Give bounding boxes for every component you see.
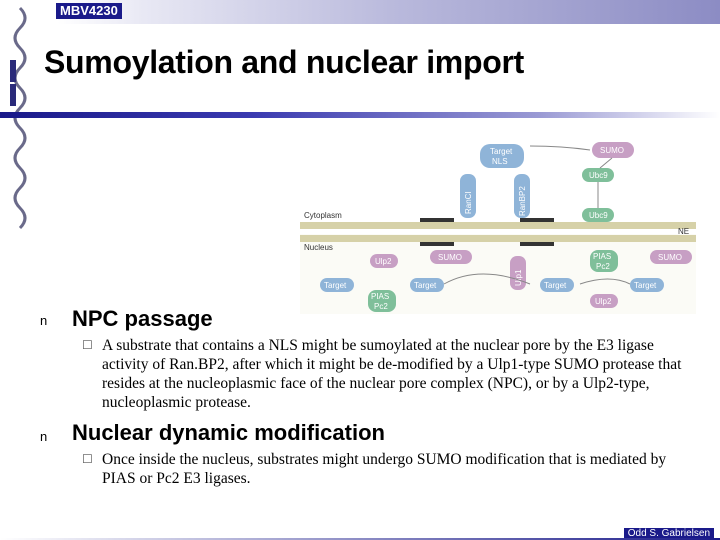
sumo-top-label: SUMO (600, 146, 624, 155)
sumo-right-label: SUMO (658, 253, 682, 262)
spiral-binding-decoration (10, 6, 27, 230)
ran-ci-label: RanCI (464, 191, 473, 214)
target-d-label: Target (634, 281, 657, 290)
ulp2-right-label: Ulp2 (595, 297, 612, 306)
target-b-label: Target (414, 281, 437, 290)
ne-label: NE (678, 227, 689, 236)
sumo-mid-label: SUMO (438, 253, 462, 262)
title-rule (0, 112, 720, 118)
course-code: MBV4230 (56, 3, 122, 19)
sub-bullet-marker-1: ☐ (82, 338, 93, 352)
pias-label-1: PIAS (371, 292, 389, 301)
bullet-heading-nuclear: Nuclear dynamic modification (72, 420, 385, 445)
bullet-text-nuclear: Once inside the nucleus, substrates migh… (102, 451, 667, 487)
bullet-marker-2: n (40, 429, 48, 444)
sumo-nuclear-import-figure: .lbl{font-family:"Liberation Sans",sans-… (300, 138, 696, 314)
target-nls-label-2: NLS (492, 157, 508, 166)
bottom-rule (0, 538, 720, 540)
ulp2-label: Ulp2 (375, 257, 392, 266)
bullet-text-npc: A substrate that contains a NLS might be… (102, 337, 682, 411)
ranbp2-label: RanBP2 (518, 186, 527, 216)
bullet-marker-1: n (40, 313, 48, 328)
pias-pc2-label-2: Pc2 (596, 262, 610, 271)
target-c-label: Target (544, 281, 567, 290)
ulp1-label: Ulp1 (514, 269, 523, 286)
pias-label-2: Pc2 (374, 302, 388, 311)
ne-outer-membrane (300, 222, 696, 229)
bullet-heading-npc: NPC passage (72, 306, 213, 331)
target-nls-label-1: Target (490, 147, 513, 156)
sub-bullet-marker-2: ☐ (82, 452, 93, 466)
target-a-label: Target (324, 281, 347, 290)
author-footer: Odd S. Gabrielsen (623, 528, 714, 540)
pias-pc2-label-1: PIAS (593, 252, 611, 261)
cytoplasm-label: Cytoplasm (304, 211, 342, 220)
ubc9-mid-label: Ubc9 (589, 211, 608, 220)
ne-inner-membrane (300, 235, 696, 242)
slide-title: Sumoylation and nuclear import (44, 44, 524, 80)
ubc9-top-label: Ubc9 (589, 171, 608, 180)
nucleus-label: Nucleus (304, 243, 333, 252)
